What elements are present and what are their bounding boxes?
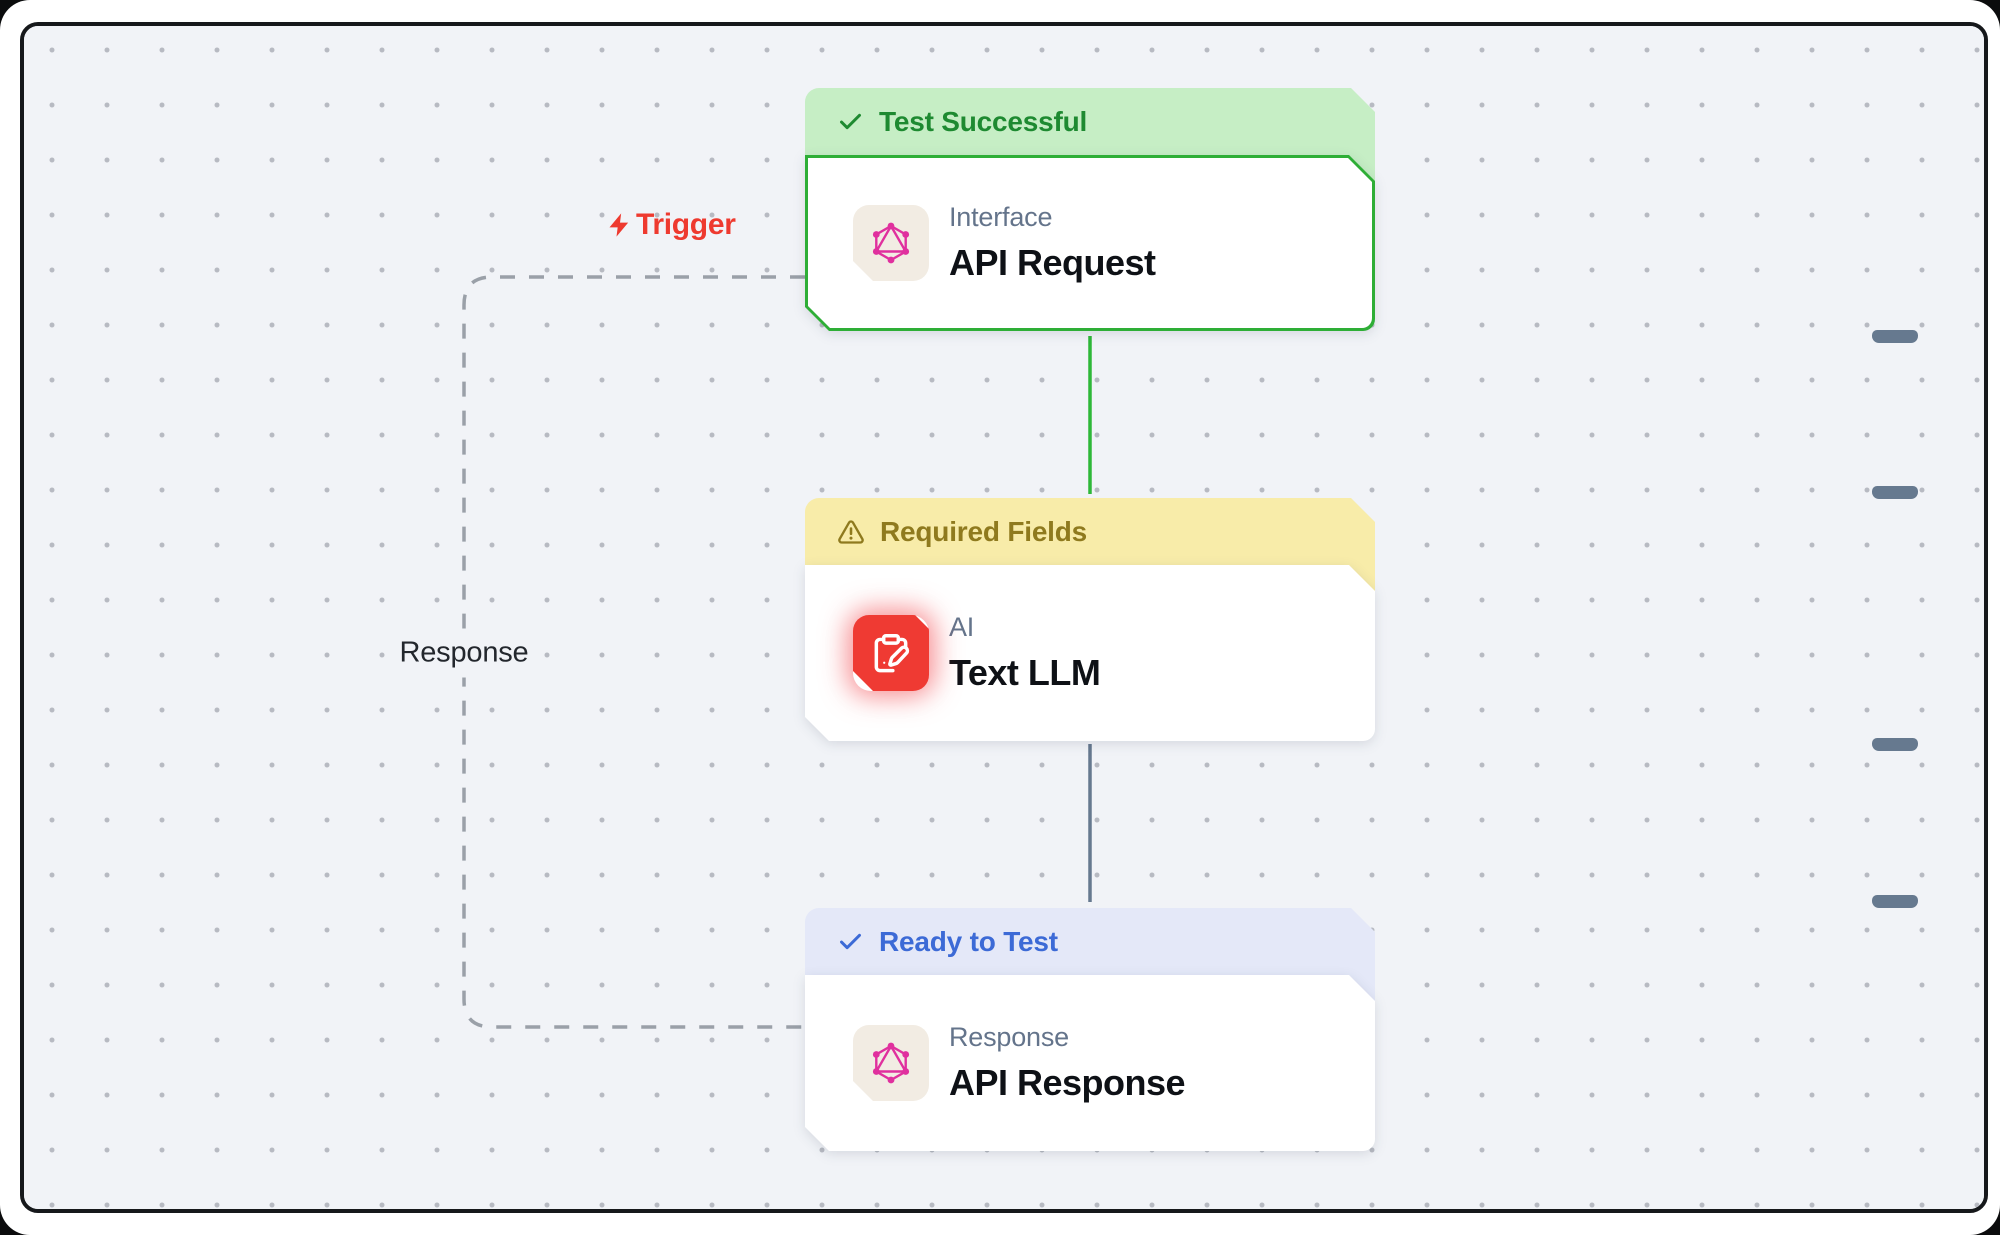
node-body: Response API Response <box>805 975 1375 1151</box>
node-title: API Request <box>949 242 1156 283</box>
lightning-bolt-icon <box>609 213 629 237</box>
check-icon <box>837 108 864 135</box>
canvas-frame: Trigger Response Test Successful <box>20 22 1988 1213</box>
status-label: Required Fields <box>880 515 1088 547</box>
warning-icon <box>837 518 865 546</box>
node-category: Response <box>949 1022 1069 1052</box>
trigger-label: Trigger <box>606 208 736 242</box>
input-handle-api-response[interactable] <box>1872 895 1918 908</box>
graphql-icon <box>853 205 929 281</box>
output-handle-text-llm[interactable] <box>1872 738 1918 751</box>
node-category: Interface <box>949 202 1053 232</box>
node-text-llm[interactable]: Required Fields <box>805 486 1918 751</box>
clipboard-pen-icon <box>853 615 929 691</box>
check-icon <box>837 928 864 955</box>
graphql-icon <box>853 1025 929 1101</box>
response-edge-label: Response <box>389 628 539 678</box>
node-body: Interface API Request <box>805 155 1375 331</box>
status-label: Ready to Test <box>879 925 1058 957</box>
node-api-request[interactable]: Test Successful <box>805 88 1918 343</box>
node-api-response[interactable]: Ready to Test <box>805 895 1918 1151</box>
input-handle-text-llm[interactable] <box>1872 486 1918 499</box>
output-handle-api-request[interactable] <box>1872 330 1918 343</box>
node-category: AI <box>949 612 975 642</box>
status-label: Test Successful <box>879 105 1088 137</box>
node-title: API Response <box>949 1062 1186 1103</box>
trigger-label-text: Trigger <box>636 208 736 241</box>
workflow-canvas[interactable]: Trigger Response Test Successful <box>24 26 1984 1209</box>
node-body: AI Text LLM <box>805 565 1375 741</box>
node-title: Text LLM <box>949 652 1101 693</box>
